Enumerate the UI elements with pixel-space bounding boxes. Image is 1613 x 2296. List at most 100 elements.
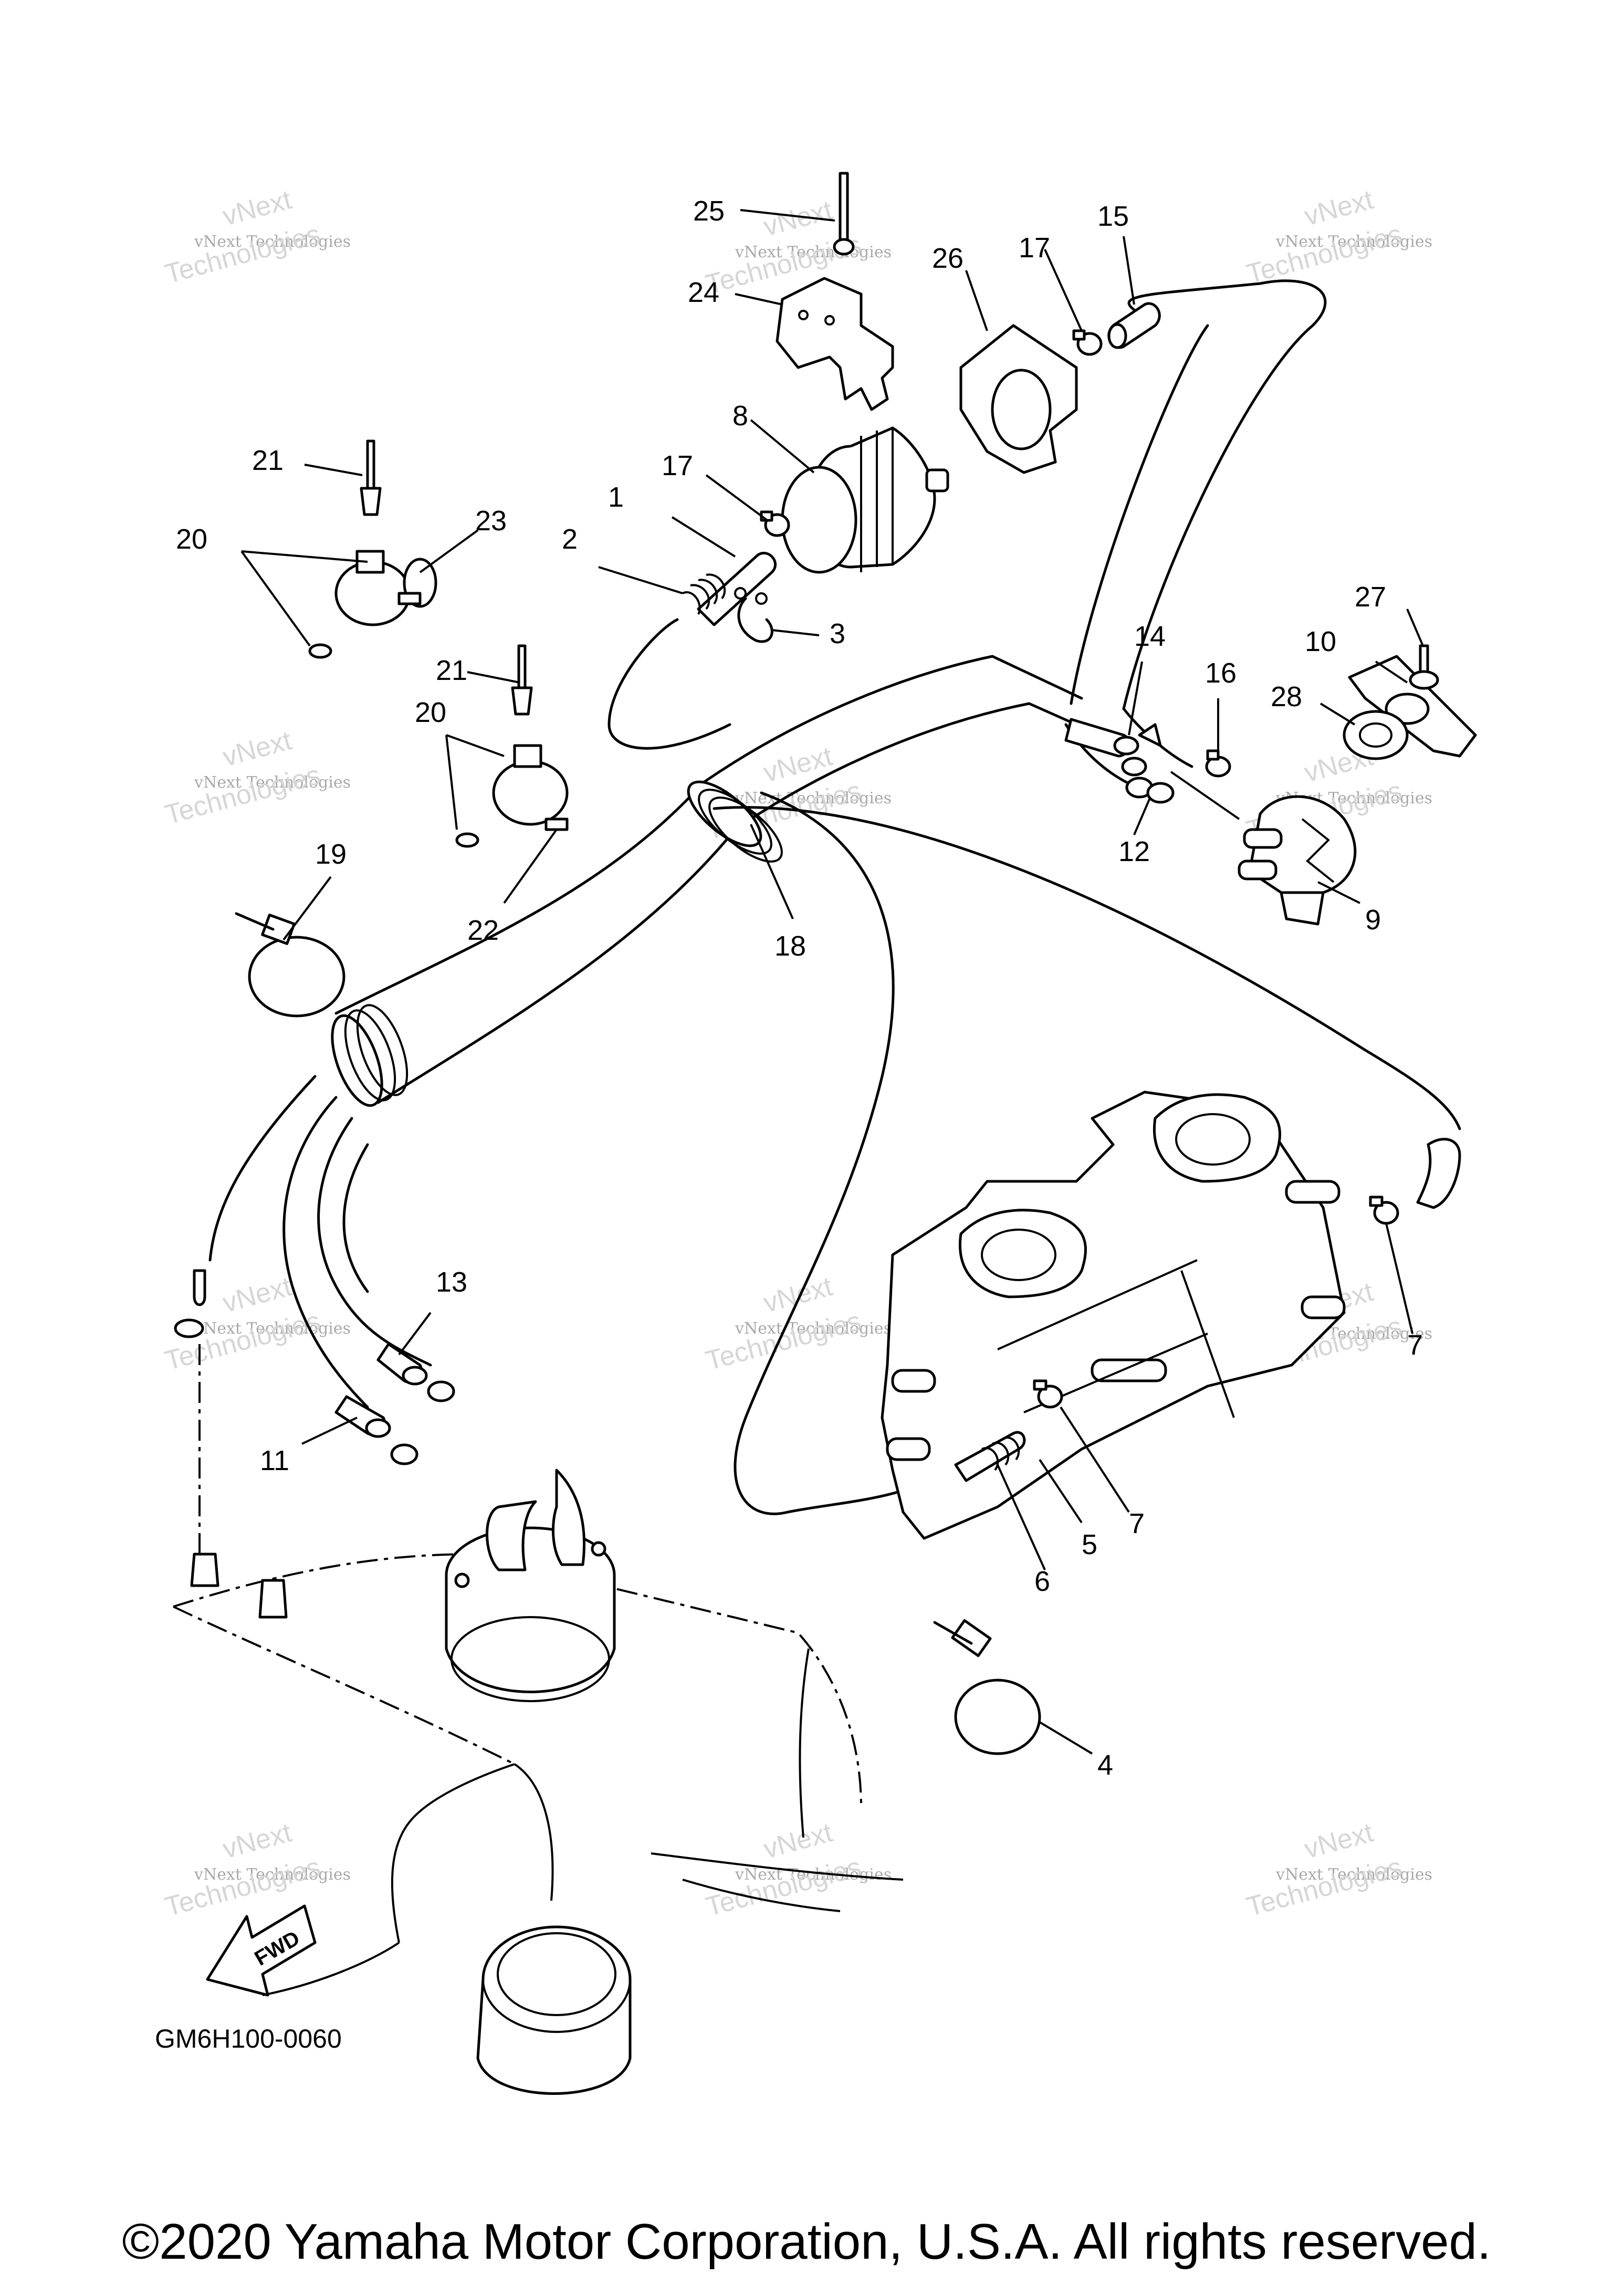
svg-text:Technologies: Technologies — [703, 1306, 864, 1377]
svg-text:vNext: vNext — [1301, 1817, 1377, 1865]
fuel-lines — [608, 279, 1461, 1515]
part-label-26: 26 — [932, 243, 963, 274]
svg-text:vNext Technologies: vNext Technologies — [1275, 233, 1432, 251]
hose-12 — [1125, 771, 1240, 820]
svg-text:vNext Technologies: vNext Technologies — [735, 243, 892, 261]
svg-text:Technologies: Technologies — [162, 760, 323, 831]
part-label-21b: 21 — [436, 655, 467, 686]
svg-text:vNext: vNext — [219, 1271, 295, 1319]
clamp-4 — [933, 1619, 1041, 1755]
part-label-28: 28 — [1271, 681, 1302, 712]
part-label-12: 12 — [1118, 836, 1150, 867]
clamp-17 — [1072, 329, 1103, 356]
part-label-21: 21 — [252, 445, 284, 476]
svg-text:vNext Technologies: vNext Technologies — [1275, 1865, 1432, 1884]
part-label-17b: 17 — [662, 450, 693, 481]
part-label-8: 8 — [732, 400, 748, 432]
hose-11 — [334, 1395, 391, 1438]
svg-text:vNext: vNext — [219, 1817, 295, 1865]
part-label-3: 3 — [830, 618, 845, 649]
watermark: vNext vNext Technologies Technologies — [1243, 184, 1432, 290]
figure-code: GM6H100-0060 — [155, 2024, 342, 2053]
part-label-25: 25 — [693, 195, 725, 227]
watermark: vNext vNext Technologies Technologies — [162, 725, 351, 831]
watermark: vNext vNext Technologies Technologies — [703, 195, 892, 300]
svg-text:vNext Technologies: vNext Technologies — [194, 773, 351, 792]
clamp-19 — [235, 912, 345, 1018]
part-label-9: 9 — [1365, 904, 1381, 936]
clamp-7a — [1033, 1379, 1063, 1409]
part-label-7-right: 7 — [1407, 1329, 1423, 1361]
svg-text:vNext Technologies: vNext Technologies — [194, 1865, 351, 1884]
part-label-24: 24 — [688, 277, 719, 308]
part-label-20: 20 — [176, 523, 207, 555]
svg-text:vNext: vNext — [219, 184, 295, 232]
part-label-10: 10 — [1305, 626, 1336, 657]
fuel-filter — [781, 426, 949, 574]
leader-lines — [240, 209, 1424, 1755]
part-label-14: 14 — [1134, 621, 1166, 652]
watermark: vNext vNext Technologies Technologies — [162, 184, 351, 290]
svg-text:vNext: vNext — [760, 741, 836, 789]
part-label-1: 1 — [608, 481, 624, 513]
fuel-valve-9 — [1238, 795, 1357, 926]
svg-text:vNext Technologies: vNext Technologies — [735, 1319, 892, 1338]
part-label-5: 5 — [1082, 1529, 1097, 1560]
hose-13 — [376, 1343, 428, 1386]
clamp-assembly-mid — [455, 644, 569, 848]
seal-28 — [1343, 710, 1409, 760]
svg-text:vNext Technologies: vNext Technologies — [194, 233, 351, 251]
part-label-18: 18 — [774, 930, 806, 962]
small-clamps — [174, 1269, 455, 1465]
hose-1 — [682, 552, 777, 626]
part-label-11: 11 — [260, 1445, 289, 1476]
copyright-footer: ©2020 Yamaha Motor Corporation, U.S.A. A… — [122, 2214, 1491, 2270]
part-label-6: 6 — [1034, 1566, 1050, 1597]
part-label-20b: 20 — [415, 697, 446, 728]
hose-6-spring-5 — [954, 1431, 1026, 1482]
svg-text:vNext: vNext — [760, 1271, 836, 1319]
clamp-7b — [1369, 1196, 1399, 1225]
fwd-arrow: FWD — [206, 1904, 317, 1997]
hose-right-elbow — [1416, 1138, 1461, 1209]
watermark: vNext vNext Technologies Technologies — [703, 1271, 892, 1377]
watermark: vNext vNext Technologies Technologies — [162, 1817, 351, 1923]
engine-intake — [881, 1091, 1346, 1540]
part-label-23: 23 — [475, 505, 507, 537]
part-label-19: 19 — [315, 838, 347, 870]
svg-text:vNext: vNext — [760, 1817, 836, 1865]
bolt-25 — [833, 172, 855, 256]
svg-text:Technologies: Technologies — [162, 219, 323, 290]
part-label-16: 16 — [1205, 657, 1237, 689]
svg-text:Technologies: Technologies — [1243, 1852, 1405, 1923]
part-label-7: 7 — [1129, 1508, 1145, 1539]
part-label-13: 13 — [436, 1266, 467, 1298]
svg-text:Technologies: Technologies — [1243, 219, 1405, 290]
svg-text:vNext Technologies: vNext Technologies — [194, 1319, 351, 1338]
part-labels: 1 2 3 4 5 6 7 7 7 8 9 10 11 12 13 14 15 … — [176, 195, 1423, 1781]
part-label-4: 4 — [1097, 1749, 1113, 1781]
part-label-27: 27 — [1355, 581, 1386, 613]
screw-27 — [1409, 644, 1439, 690]
svg-text:vNext Technologies: vNext Technologies — [735, 1865, 892, 1884]
tank-fittings — [190, 1553, 288, 1619]
hose-14 — [1064, 718, 1162, 777]
svg-text:vNext: vNext — [219, 725, 295, 773]
main-hose — [331, 655, 1083, 1107]
part-label-15: 15 — [1097, 201, 1129, 232]
water-separator-cup — [476, 1925, 632, 2095]
svg-text:Technologies: Technologies — [162, 1306, 323, 1377]
clamp-assembly-top — [308, 439, 437, 659]
part-label-22: 22 — [467, 915, 499, 946]
mount-bracket — [776, 277, 894, 411]
watermark: vNext vNext Technologies Technologies — [1243, 1817, 1432, 1923]
fuel-pump — [445, 1469, 616, 1702]
filter-bracket — [959, 324, 1078, 474]
hose-15 — [1107, 302, 1161, 349]
part-label-17: 17 — [1019, 232, 1050, 264]
part-label-2: 2 — [562, 523, 578, 555]
clamp-17b — [760, 510, 790, 537]
left-hoses — [198, 1075, 432, 1575]
svg-text:vNext: vNext — [1301, 184, 1377, 232]
